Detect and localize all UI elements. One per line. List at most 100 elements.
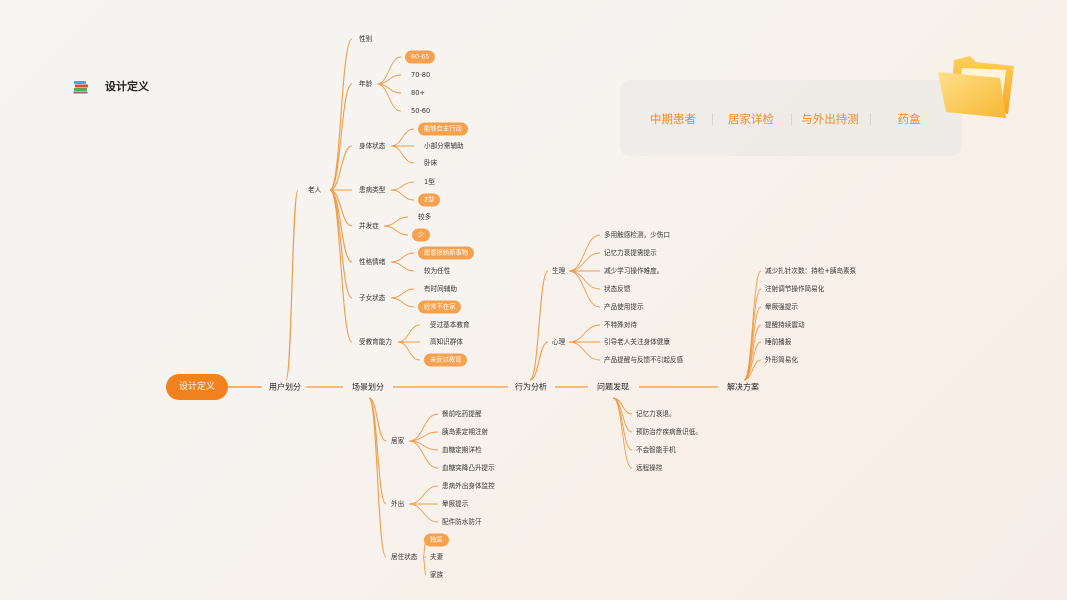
main-node: 问题发现 bbox=[597, 382, 629, 393]
attribute-value: 80+ bbox=[411, 88, 425, 98]
connector bbox=[391, 190, 414, 200]
connector bbox=[391, 298, 414, 307]
solution-item: 提醒持续震动 bbox=[765, 320, 805, 330]
main-node: 场景划分 bbox=[352, 382, 384, 393]
connector bbox=[569, 271, 600, 307]
attribute-value: 70-80 bbox=[411, 70, 430, 80]
connector bbox=[744, 271, 761, 380]
connector bbox=[530, 271, 548, 380]
connector bbox=[330, 190, 352, 342]
main-node: 行为分析 bbox=[515, 382, 547, 393]
connector bbox=[409, 504, 438, 522]
user-attribute: 子女状态 bbox=[359, 293, 385, 303]
connector bbox=[613, 398, 632, 468]
user-attribute: 年龄 bbox=[359, 79, 372, 89]
behavior-item: 减少学习操作难度。 bbox=[604, 266, 663, 276]
user-attribute: 并发症 bbox=[359, 221, 379, 231]
behavior-group: 生理 bbox=[552, 266, 565, 276]
solution-item: 睡前播报 bbox=[765, 337, 791, 347]
problem-item: 不会智能手机 bbox=[636, 445, 676, 455]
connector bbox=[398, 342, 420, 360]
user-attribute: 受教育能力 bbox=[359, 337, 392, 347]
behavior-item: 不特殊对待 bbox=[604, 320, 637, 330]
solution-item: 晕厥强提示 bbox=[765, 302, 798, 312]
problem-item: 记忆力衰退。 bbox=[636, 409, 676, 419]
connector bbox=[569, 235, 600, 271]
connector bbox=[391, 146, 414, 163]
attribute-value: 较多 bbox=[418, 212, 431, 222]
connector bbox=[391, 129, 414, 146]
connector bbox=[423, 557, 426, 575]
attribute-value: 未受过教育 bbox=[424, 354, 467, 367]
attribute-value: 高知识群体 bbox=[430, 337, 463, 347]
solution-item: 减少扎针次数：持检+胰岛素泵 bbox=[765, 266, 856, 276]
connector bbox=[569, 271, 600, 289]
connector bbox=[330, 84, 352, 190]
user-attribute: 患病类型 bbox=[359, 185, 385, 195]
behavior-item: 状态反馈 bbox=[604, 284, 630, 294]
connector bbox=[391, 253, 414, 262]
scene-item: 独居 bbox=[424, 534, 449, 547]
solution-item: 外形简易化 bbox=[765, 355, 798, 365]
behavior-item: 引导老人关注身体健康 bbox=[604, 337, 670, 347]
scene-group: 居住状态 bbox=[391, 552, 417, 562]
attribute-value: 受过基本教育 bbox=[430, 320, 470, 330]
main-node: 解决方案 bbox=[727, 382, 759, 393]
attribute-value: 愿意接纳新事物 bbox=[418, 247, 474, 260]
scene-item: 患病外出身体监控 bbox=[442, 481, 495, 491]
user-attribute: 身体状态 bbox=[359, 141, 385, 151]
root-node: 设计定义 bbox=[166, 374, 228, 400]
user-attribute: 性别 bbox=[359, 34, 372, 44]
connector bbox=[286, 190, 298, 380]
scene-item: 血糖突降凸升提示 bbox=[442, 463, 495, 473]
attribute-value: 60-65 bbox=[405, 51, 435, 64]
connector bbox=[330, 190, 352, 262]
behavior-item: 多用触感检测，少伤口 bbox=[604, 230, 670, 240]
attribute-value: 能够自主行动 bbox=[418, 123, 468, 136]
behavior-item: 记忆力衰提需提示 bbox=[604, 248, 657, 258]
attribute-value: 2型 bbox=[418, 194, 440, 207]
behavior-item: 产品使用提示 bbox=[604, 302, 644, 312]
scene-item: 胰岛素定期注射 bbox=[442, 427, 488, 437]
attribute-value: 50-60 bbox=[411, 106, 430, 116]
main-node: 用户划分 bbox=[269, 382, 301, 393]
attribute-value: 有时间辅助 bbox=[424, 284, 457, 294]
behavior-item: 产品提醒与反馈不引起反感 bbox=[604, 355, 683, 365]
attribute-value: 1型 bbox=[424, 177, 435, 187]
user-node: 老人 bbox=[308, 185, 321, 195]
scene-item: 家族 bbox=[430, 570, 443, 580]
connector bbox=[569, 253, 600, 271]
user-attribute: 性格情绪 bbox=[359, 257, 385, 267]
attribute-value: 小部分需辅助 bbox=[424, 141, 464, 151]
connector bbox=[384, 217, 408, 226]
connector bbox=[369, 398, 386, 504]
attribute-value: 卧床 bbox=[424, 158, 437, 168]
scene-item: 血糖定期详检 bbox=[442, 445, 482, 455]
scene-item: 配件防水防汗 bbox=[442, 517, 482, 527]
connector bbox=[613, 398, 632, 432]
connector bbox=[398, 325, 420, 342]
connector bbox=[391, 262, 414, 271]
connector bbox=[391, 182, 414, 190]
behavior-group: 心理 bbox=[552, 337, 565, 347]
solution-item: 注射调节操作简易化 bbox=[765, 284, 824, 294]
connector bbox=[384, 226, 408, 235]
connector bbox=[409, 486, 438, 504]
scene-group: 外出 bbox=[391, 499, 404, 509]
attribute-value: 较为任性 bbox=[424, 266, 450, 276]
connector bbox=[569, 342, 600, 360]
scene-item: 晕厥提示 bbox=[442, 499, 468, 509]
scene-item: 夫妻 bbox=[430, 552, 443, 562]
connector bbox=[744, 289, 761, 380]
connector bbox=[569, 325, 600, 342]
problem-item: 远程操控 bbox=[636, 463, 662, 473]
connector bbox=[530, 342, 548, 380]
attribute-value: 经常不在家 bbox=[418, 301, 461, 314]
connector bbox=[391, 289, 414, 298]
scene-item: 餐前吃药提醒 bbox=[442, 409, 482, 419]
attribute-value: 少 bbox=[412, 229, 430, 242]
problem-item: 预防治疗疾病意识低。 bbox=[636, 427, 702, 437]
scene-group: 居家 bbox=[391, 436, 404, 446]
